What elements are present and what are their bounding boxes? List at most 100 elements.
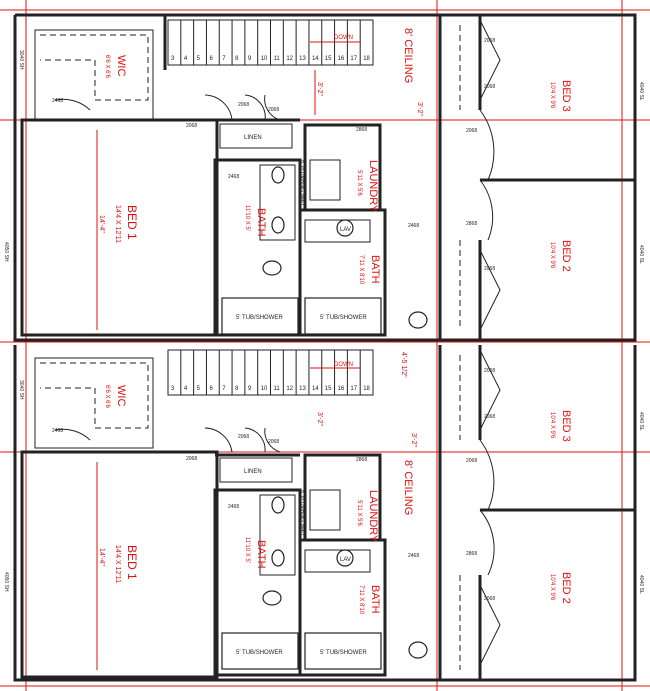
lav-sink-2: [271, 216, 285, 234]
door-tag: 2068: [238, 102, 249, 108]
laundry-size: 5'11 X 5'6: [356, 170, 362, 197]
linen-closet-lower: [219, 457, 293, 483]
tub-label-1: 5' TUB/SHOWER: [236, 315, 283, 321]
lav-sink-4: [271, 496, 285, 514]
bed3-name: BED 3: [560, 80, 572, 112]
bed2-name-lower: BED 2: [560, 572, 572, 604]
bath2-name: BATH: [369, 255, 381, 284]
door-tag: 2068: [484, 596, 495, 602]
door-tag: 2068: [466, 458, 477, 464]
stair-step-number: 8: [235, 56, 239, 62]
bed1-name-lower: BED 1: [125, 545, 139, 580]
wic-size-lower: 6'6 X 6'6: [104, 385, 110, 409]
tub-shower-4: [304, 632, 382, 670]
stair-step-number: 12: [286, 386, 293, 392]
stair-step-number: 15: [325, 386, 332, 392]
exterior-wall-lower: [13, 345, 637, 682]
linen-closet: [219, 123, 293, 149]
stair-step-number: 13: [299, 56, 306, 62]
lav-sink-3: [336, 219, 354, 237]
bath1-size-lower: 11'10 X 5': [244, 537, 250, 563]
labels-upper: 8' CEILING DOWN 3'-2" 3'-2" 14'-4" WIC 6…: [3, 28, 644, 321]
window-bed3: 4040 SL: [638, 82, 644, 101]
stair-step-number: 14: [312, 386, 319, 392]
door-tag: 2068: [484, 368, 495, 374]
linen-label-lower: LINEN: [244, 469, 262, 475]
dim-hall-lower: 4'-5 1/2": [400, 352, 407, 378]
dim-stair: 3'-2": [316, 82, 323, 96]
dim-bed1: 14'-4": [98, 215, 105, 233]
door-tag: 2468: [52, 428, 63, 434]
dim-hall: 3'-2": [416, 102, 423, 116]
stair-step-number: 7: [222, 386, 226, 392]
bed3-size-lower: 10'4 X 9'6: [549, 412, 555, 439]
bath2-name-lower: BATH: [369, 585, 381, 614]
stair-down-label: DOWN: [334, 35, 353, 41]
door-tag: 2868: [356, 127, 367, 133]
stair-step-number: 18: [363, 386, 370, 392]
stair-step-number: 10: [261, 56, 268, 62]
stair-step-number: 10: [261, 386, 268, 392]
stair-step-number: 5: [197, 56, 201, 62]
linen-label: LINEN: [244, 135, 262, 141]
tub-shower-3: [221, 632, 299, 670]
bed2-size-lower: 10'4 X 9'6: [549, 574, 555, 601]
bed3-size: 10'4 X 9'6: [549, 82, 555, 109]
stair-step-number: 9: [248, 56, 252, 62]
door-tag: 2868: [356, 457, 367, 463]
door-tag: 2068: [484, 84, 495, 90]
bed1-room: [20, 118, 219, 337]
dim-stair-lower: 3'-2": [316, 412, 323, 426]
bed3-name-lower: BED 3: [560, 410, 572, 442]
stair-step-number: 15: [325, 56, 332, 62]
door-tag: 2068: [484, 38, 495, 44]
door-tag: 2068: [484, 266, 495, 272]
stair-step-number: 11: [274, 56, 281, 62]
door-tag: 2468: [52, 98, 63, 104]
bath2-room-lower: [298, 538, 387, 677]
stair-step-number: 9: [248, 386, 252, 392]
wic-name-lower: WIC: [115, 385, 127, 406]
wic-size: 6'6 X 6'6: [104, 55, 110, 79]
stair-step-number: 16: [338, 386, 345, 392]
stair-step-number: 7: [222, 56, 226, 62]
toilet: [262, 260, 282, 276]
lav-sink-1: [271, 166, 285, 184]
door-tag: 2868: [466, 551, 477, 557]
dim-hall-lower-2: 3'-2": [410, 433, 417, 447]
laundry-size-lower: 5'11 X 5'6: [356, 500, 362, 527]
door-tag: 2068: [186, 123, 197, 129]
stair-step-number: 8: [235, 386, 239, 392]
door-tag: 2068: [466, 128, 477, 134]
bed2-name: BED 2: [560, 240, 572, 272]
door-tag: 2468: [408, 223, 419, 229]
bath2-room: [298, 208, 387, 337]
stair-step-number: 13: [299, 386, 306, 392]
window-bed3-lower: 4040 SL: [638, 412, 644, 431]
plumbing-wall-label: 8" PLUMBING WALL: [299, 160, 305, 207]
toilet-2: [408, 311, 428, 329]
stair-step-number: 17: [350, 56, 357, 62]
plumbing-wall-label-lower: 8" PLUMBING WALL: [299, 490, 305, 537]
tub-label-4: 5' TUB/SHOWER: [320, 650, 367, 656]
window-bed2-lower: 4040 SL: [638, 575, 644, 594]
wic-room: [34, 29, 154, 121]
stair-step-number: 17: [350, 386, 357, 392]
stair-down-label-lower: DOWN: [334, 362, 353, 368]
stair-step-number: 5: [197, 386, 201, 392]
window-bed1: 4050 SH: [3, 242, 9, 262]
door-tag: 2068: [268, 439, 279, 445]
bath2-size: 7'11 X 8'10: [358, 255, 364, 285]
wic-room-lower: [34, 357, 154, 449]
tub-label-3: 5' TUB/SHOWER: [236, 650, 283, 656]
bed1-size-lower: 14'4 X 12'11: [114, 545, 121, 583]
door-tag: 2468: [408, 553, 419, 559]
bed1-room-lower: [20, 450, 219, 679]
lav-label-lower: LAV: [340, 557, 351, 563]
door-tag: 2468: [228, 174, 239, 180]
